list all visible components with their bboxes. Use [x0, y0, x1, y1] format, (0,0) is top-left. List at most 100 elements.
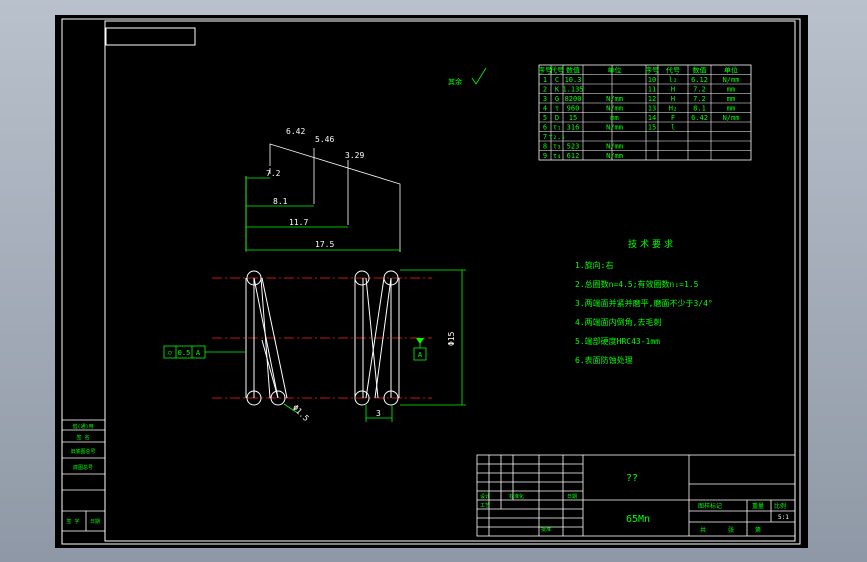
table-cell: 2 — [543, 86, 547, 94]
dim-8-1: 8.1 — [273, 197, 288, 206]
table-cell: 7 — [543, 133, 547, 141]
table-cell: 5 — [543, 114, 547, 122]
table-cell: 15 — [648, 124, 656, 132]
table-cell: C — [555, 76, 559, 84]
table-cell: 3 — [543, 95, 547, 103]
title-block — [476, 454, 796, 537]
table-cell: 10 — [648, 76, 656, 84]
tb-sheet: 张 — [728, 526, 734, 534]
tech-req-item: 5.端部硬度HRC43-1mm — [575, 336, 660, 346]
table-cell: 960 — [567, 105, 580, 113]
table-cell: 11 — [648, 86, 656, 94]
table-cell: τ₃ — [553, 143, 561, 151]
table-cell: N/mm — [606, 95, 623, 103]
table-cell: N/mm — [723, 114, 740, 122]
table-cell: mm — [727, 105, 735, 113]
tb-process: 工艺 — [480, 503, 490, 509]
table-cell: D — [555, 114, 559, 122]
tb-sheets: 共 — [700, 526, 706, 534]
table-cell: 8200 — [565, 95, 582, 103]
tb-weight: 重量 — [752, 502, 764, 510]
dim-pitch: 3 — [376, 409, 381, 418]
centerlines — [212, 277, 432, 399]
table-cell: 1.135 — [562, 86, 583, 94]
datum-box — [413, 347, 427, 361]
roughness-symbol — [471, 67, 487, 85]
table-cell: 15 — [569, 114, 577, 122]
tech-req-item: 6.表面防蚀处理 — [575, 355, 633, 365]
table-cell: N/mm — [606, 105, 623, 113]
table-cell: 7.2 — [693, 95, 706, 103]
table-cell: H — [671, 95, 675, 103]
table-header-cell: 序号 — [538, 66, 552, 75]
diagram-dimension-lines — [245, 176, 400, 252]
table-header-cell: 代号 — [550, 66, 564, 75]
table-header-cell: 单位 — [724, 66, 738, 75]
spring-section — [245, 270, 400, 406]
left-block-label: 旧底图总号 — [70, 448, 95, 455]
roughness-note: 其余 — [448, 77, 462, 86]
table-cell: N/mm — [606, 152, 623, 160]
left-block-label: 底图总号 — [73, 464, 93, 471]
left-block-label: 日期 — [90, 519, 100, 525]
table-cell: 316 — [567, 124, 580, 132]
table-cell: 6 — [543, 124, 547, 132]
tb-approve: 批准 — [541, 526, 551, 533]
table-cell: N/mm — [723, 76, 740, 84]
drawing-canvas — [55, 15, 808, 548]
table-cell: H₂ — [669, 105, 677, 113]
inner-frame — [104, 20, 796, 542]
table-cell: mm — [727, 86, 735, 94]
table-cell: 14 — [648, 114, 656, 122]
dim-3-29: 3.29 — [345, 151, 364, 160]
table-cell: 8.1 — [693, 105, 706, 113]
table-cell: 6.12 — [691, 76, 708, 84]
tolerance-datum: A — [196, 349, 201, 357]
table-header-cell: 序号 — [645, 66, 659, 75]
dim-11-7: 11.7 — [289, 218, 308, 227]
tech-req-item: 2.总圈数n=4.5;有效圈数n₁=1.5 — [575, 279, 699, 289]
spring-dimension-lines — [205, 269, 466, 422]
table-cell: N/mm — [606, 124, 623, 132]
table-cell: 523 — [567, 143, 580, 151]
table-cell: mm — [727, 95, 735, 103]
dim-17-5: 17.5 — [315, 240, 334, 249]
table-cell: τ₂.₅ — [549, 133, 566, 141]
table-cell: τ₄ — [553, 152, 561, 160]
table-cell: 9 — [543, 152, 547, 160]
table-cell: 12 — [648, 95, 656, 103]
dim-outer-diameter: Φ15 — [447, 331, 456, 346]
tech-req-item: 1.旋向:右 — [575, 260, 613, 270]
tb-scale: 比例 — [774, 502, 786, 510]
table-cell: τ — [555, 105, 559, 113]
dim-7-2: 7.2 — [266, 169, 281, 178]
table-cell: H — [671, 86, 675, 94]
table-cell: l — [671, 124, 675, 132]
tb-scale-value: 5:1 — [778, 514, 789, 521]
table-cell: 10.3 — [565, 76, 582, 84]
table-cell: 1 — [543, 76, 547, 84]
tb-standard: 标准化 — [509, 493, 524, 500]
table-cell: K — [555, 86, 560, 94]
table-header-cell: 代号 — [666, 66, 680, 75]
table-cell: 13 — [648, 105, 656, 113]
table-cell: G — [555, 95, 559, 103]
table-cell: 6.42 — [691, 114, 708, 122]
table-cell: mm — [610, 114, 618, 122]
tech-req-title: 技术要求 — [628, 238, 676, 250]
dim-5-46: 5.46 — [315, 135, 334, 144]
outer-border — [61, 18, 801, 545]
table-cell: 7.2 — [693, 86, 706, 94]
tech-req-item: 4.两端面内倒角,去毛刺 — [575, 317, 661, 327]
tb-sheet-of: 第 — [755, 526, 761, 534]
tb-marks: 图样标记 — [698, 502, 722, 510]
tb-date: 日期 — [567, 494, 577, 500]
table-cell: 612 — [567, 152, 580, 160]
tb-design: 设计 — [480, 493, 490, 500]
table-cell: 4 — [543, 105, 547, 113]
datum-triangle — [416, 338, 424, 344]
tech-req-item: 3.两端面并紧并磨平,磨面不少于3/4° — [575, 298, 713, 308]
part-name: ?? — [626, 473, 638, 484]
